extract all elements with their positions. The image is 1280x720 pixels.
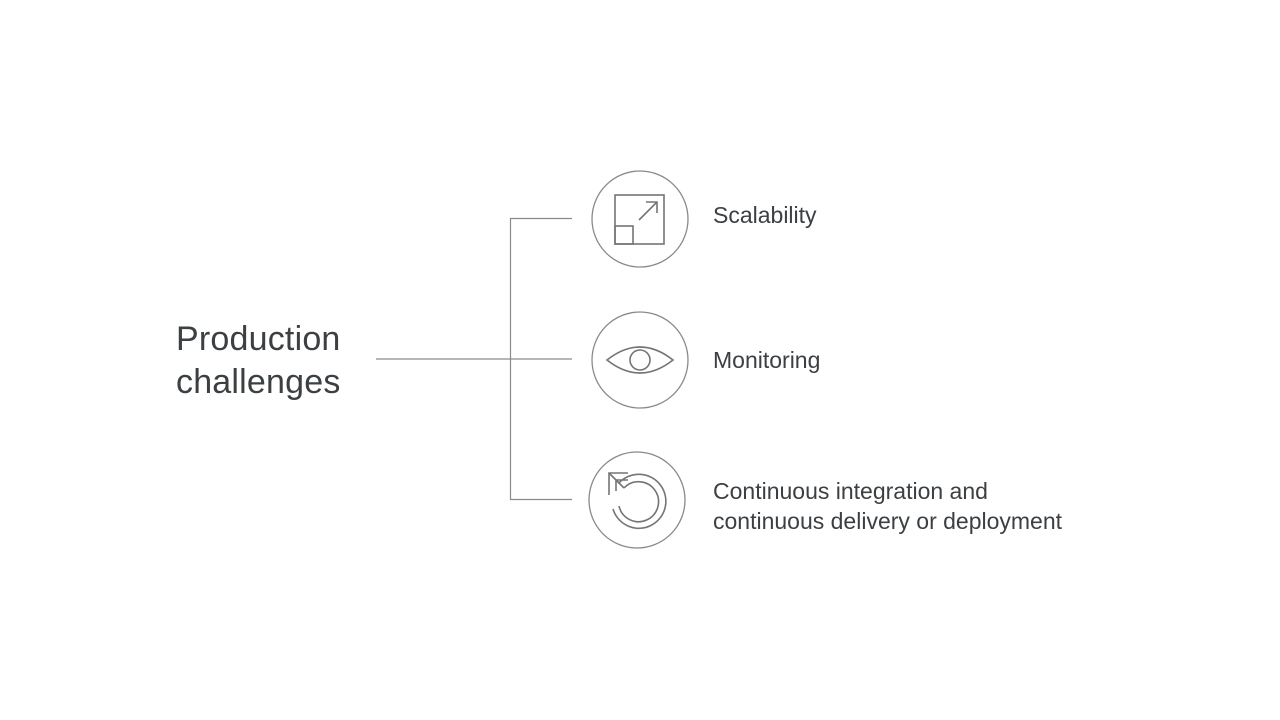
open-in-full-icon bbox=[591, 170, 689, 268]
label-cicd-line-2: continuous delivery or deployment bbox=[713, 508, 1063, 534]
eye-icon bbox=[591, 311, 689, 409]
main-title-line-1: Production bbox=[176, 320, 341, 358]
main-title-line-2: challenges bbox=[176, 363, 341, 401]
label-monitoring: Monitoring bbox=[713, 345, 820, 375]
restart-arrow-icon bbox=[588, 451, 686, 549]
label-cicd-line-1: Continuous integration and bbox=[713, 478, 988, 504]
label-monitoring-line-1: Monitoring bbox=[713, 347, 821, 373]
main-title: Production challenges bbox=[176, 318, 341, 404]
label-scalability: Scalability bbox=[713, 200, 817, 230]
label-cicd: Continuous integration and continuous de… bbox=[713, 476, 1062, 536]
label-scalability-line-1: Scalability bbox=[713, 202, 817, 228]
